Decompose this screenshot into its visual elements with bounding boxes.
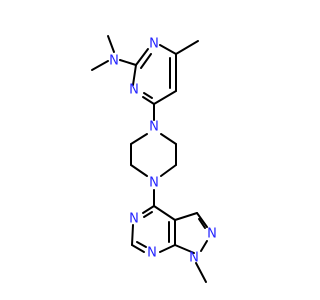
bond-nme2-c2 [119,59,137,66]
bond-n5-c6 [131,224,134,246]
bond-c4-n3 [142,96,155,105]
atom-n-pyrazolopyrimidine-7: N [147,246,157,261]
bond-pip-n1-ur [160,133,177,145]
bond-pip-n4-lr [160,164,177,177]
bond-c6-methyl [175,40,199,55]
bond-pip-n1-ul [130,133,148,145]
bond-layer [91,35,208,283]
atom-label-n-pyrazolopyrimidine-7: N [147,246,157,261]
bond-c2-n1 [135,48,149,66]
bond-c4-n3-inner [143,92,153,99]
atom-label-n-piperazine-1: N [149,120,159,135]
bond-n1-c6 [159,44,177,55]
bond-pip-n4-ll [130,164,148,177]
bond-n3-c2 [132,64,137,86]
atom-n-piperazine-1: N [149,120,159,135]
bond-c3-n2-inner [198,218,206,229]
atom-label-n-pyrazolopyrimidine-5: N [129,212,139,227]
bond-nme2-methyl-left [91,60,109,71]
atom-label-n-dimethyl: N [109,54,119,69]
atom-label-layer: N N N N N N N N N [109,37,217,266]
atom-n-pyrazole-1: N [189,251,199,266]
bond-c2-n1-inner [140,53,152,69]
atom-label-n-pyrimidine-1: N [149,37,159,52]
bond-n1-c7a [174,244,195,254]
bond-c4pp-n5-inner [143,211,153,218]
bond-nme2-methyl-up [107,35,115,53]
bond-c3a-c3 [174,212,198,221]
bond-c3a-c4pp [153,205,176,221]
atom-n-dimethyl: N [109,54,119,69]
bond-c3-n2 [196,212,208,228]
bond-n2-n1 [200,240,208,252]
atom-n-piperazine-4: N [149,176,159,191]
bond-c4pp-n5 [142,205,155,214]
atom-label-n-pyrazole-2: N [207,227,217,242]
atom-label-n-pyrimidine-3: N [129,83,139,98]
atom-label-n-piperazine-4: N [149,176,159,191]
bond-n7-c7a [159,244,176,253]
atom-n-pyrimidine-3: N [129,83,139,98]
atom-label-n-pyrazole-1: N [189,251,199,266]
bond-n1-methyl [195,262,207,283]
bond-c6-n7-inner [136,241,147,248]
atom-n-pyrazole-2: N [207,227,217,242]
bond-c5-c4 [153,90,177,105]
molecule-structure: N N N N N N N N N [91,35,217,283]
atom-n-pyrimidine-1: N [149,37,159,52]
atom-n-pyrazolopyrimidine-5: N [129,212,139,227]
bond-c6-n7 [131,244,145,253]
